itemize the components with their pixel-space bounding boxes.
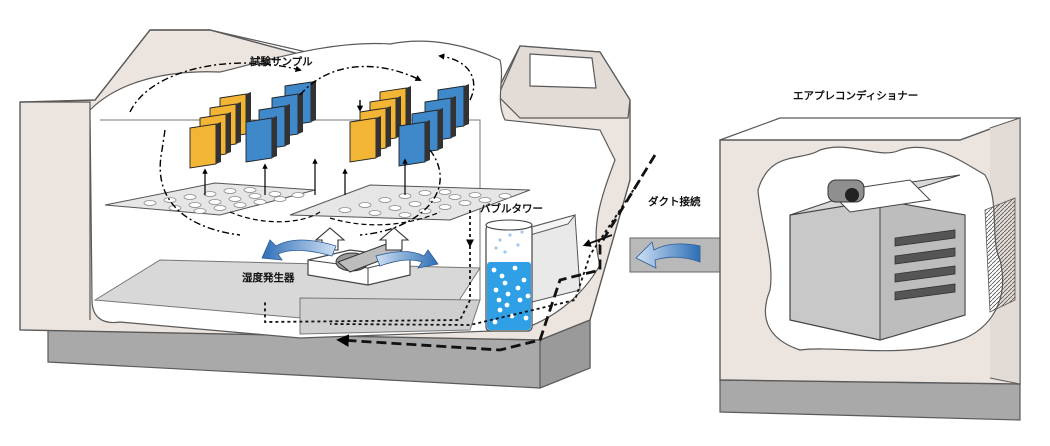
air-circulation-lines bbox=[129, 53, 475, 236]
sample-panel bbox=[349, 117, 377, 163]
duct-flow-arrow bbox=[635, 241, 701, 269]
sample-panel bbox=[245, 117, 273, 163]
airflow-arrow-left bbox=[261, 239, 337, 261]
label-humidity-generator: 湿度発生器 bbox=[242, 271, 295, 284]
control-panel bbox=[497, 45, 631, 119]
sample-panel bbox=[189, 123, 217, 169]
air-preconditioner bbox=[719, 116, 1021, 421]
label-bubble-tower: バブルタワー bbox=[480, 202, 543, 215]
bubbles bbox=[491, 230, 531, 325]
label-air-preconditioner: エアプレコンディショナー bbox=[793, 89, 918, 102]
sample-rack-left bbox=[104, 182, 316, 216]
humidity-generator bbox=[261, 227, 439, 286]
test-sample-panels bbox=[189, 80, 469, 169]
duct-flow-path bbox=[264, 154, 657, 352]
airflow-up-arrows bbox=[202, 158, 441, 226]
sample-panel bbox=[398, 121, 426, 167]
label-duct-connection: ダクト接続 bbox=[648, 195, 701, 208]
duct-connection bbox=[629, 237, 721, 273]
airflow-arrow-right bbox=[375, 249, 439, 269]
conditioner-unit bbox=[789, 174, 966, 341]
label-test-samples: 試験サンプル bbox=[250, 55, 313, 68]
